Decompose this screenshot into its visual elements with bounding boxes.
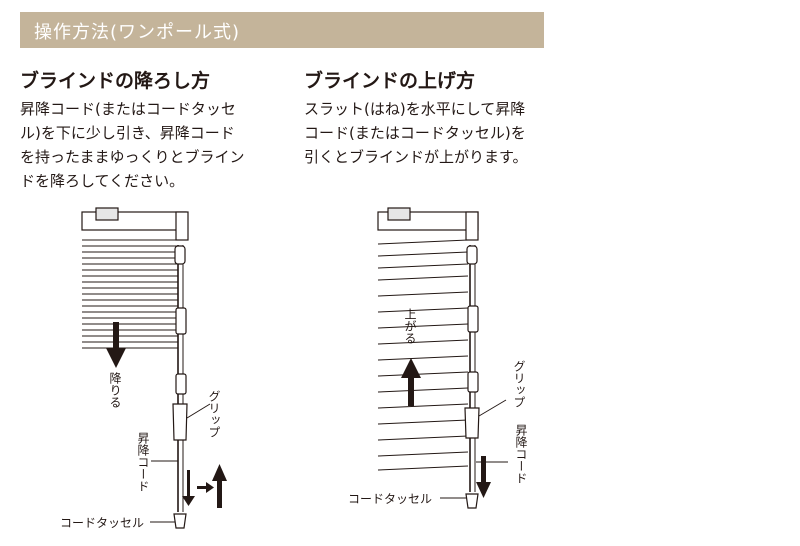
cord-pull-down-icon <box>476 456 491 498</box>
lower-line: を持ったままゆっくりとブライン <box>20 148 245 166</box>
raise-line: 引くとブラインドが上がります。 <box>304 148 528 166</box>
lower-instructions: 昇降コード(またはコードタッセ ル)を下に少し引き、昇降コード を持ったままゆっ… <box>20 97 266 193</box>
raise-tassel-label: コードタッセル <box>348 492 433 506</box>
section-header: 操作方法(ワンポール式) <box>20 12 544 48</box>
raise-line: コード(またはコードタッセル)を <box>304 124 526 142</box>
lower-line: ル)を下に少し引き、昇降コード <box>20 124 235 142</box>
lower-direction-label: 降りる <box>108 372 122 408</box>
lower-cord-label: 昇降コード <box>136 432 150 492</box>
lower-line: 昇降コード(またはコードタッセ <box>20 100 236 118</box>
lower-line: ドを降ろしてください。 <box>20 172 185 190</box>
raise-cord-label: 昇降コード <box>514 424 528 484</box>
up-arrow-icon <box>401 358 421 406</box>
raise-blind <box>377 207 480 509</box>
lower-grip-label: グリップ <box>207 390 221 438</box>
lower-blind <box>81 207 189 529</box>
down-arrow-icon <box>106 322 126 368</box>
raise-direction-label: 上がる <box>403 308 417 344</box>
raise-heading: ブラインドの上げ方 <box>304 70 476 92</box>
lower-tassel-label: コードタッセル <box>60 516 145 530</box>
lower-heading: ブラインドの降ろし方 <box>20 70 211 92</box>
cord-pull-icon <box>182 464 227 508</box>
section-title: 操作方法(ワンポール式) <box>34 22 241 43</box>
raise-line: スラット(はね)を水平にして昇降 <box>304 100 526 118</box>
raise-instructions: スラット(はね)を水平にして昇降 コード(またはコードタッセル)を 引くとブライ… <box>304 97 550 169</box>
raise-grip-label: グリップ <box>512 360 526 408</box>
